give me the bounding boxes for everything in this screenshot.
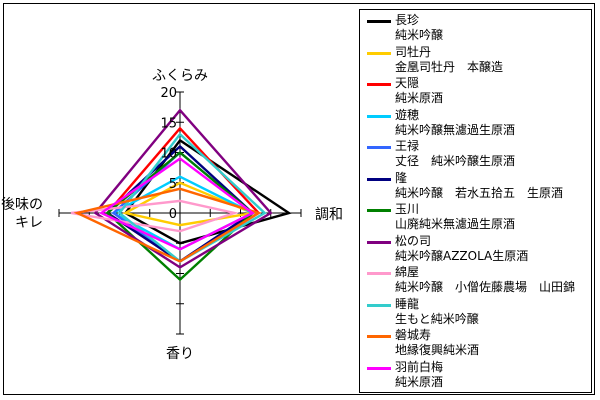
tick-label: 10 xyxy=(160,147,177,162)
legend-swatch xyxy=(367,177,391,181)
axis-label-chouwa: 調和 xyxy=(315,207,343,223)
legend-series-product: 純米吟醸無濾過生原酒 xyxy=(395,122,516,137)
legend-series-name: 羽前白梅 xyxy=(395,359,444,374)
axis-label-line: 香り xyxy=(166,346,194,362)
series-line-長珍 xyxy=(123,138,292,245)
legend-series-product: 純米吟醸 xyxy=(395,28,444,42)
legend-series-name: 司牡丹 xyxy=(395,44,432,59)
legend-series-name: 王禄 xyxy=(395,139,420,153)
legend-swatch xyxy=(367,272,391,275)
legend-item: 羽前白梅純米原酒 xyxy=(360,360,591,390)
legend-series-name: 松の司 xyxy=(395,233,432,248)
legend-series-name: 長珍 xyxy=(395,13,420,27)
legend-swatch xyxy=(367,209,391,212)
legend-series-name: 隆 xyxy=(395,170,408,185)
legend-series-name: 綿屋 xyxy=(395,265,420,279)
legend-swatch xyxy=(367,51,391,55)
legend-series-product: 純米吟醸 小僧佐藤農場 山田錦 xyxy=(395,280,576,294)
legend-swatch xyxy=(367,83,391,86)
legend-item: 綿屋純米吟醸 小僧佐藤農場 山田錦 xyxy=(360,265,591,295)
legend-series-name: 遊穂 xyxy=(395,107,420,122)
legend: 長珍純米吟醸司牡丹金凰司牡丹 本醸造天隠純米原酒遊穂純米吟醸無濾過生原酒王禄丈径… xyxy=(359,9,592,393)
tick-label: 20 xyxy=(160,86,177,101)
series-line-羽前白梅 xyxy=(98,157,255,251)
axis-label-kaori: 香り xyxy=(166,346,194,362)
legend-series-product: 山廃純米無濾過生原酒 xyxy=(395,217,516,231)
legend-swatch xyxy=(367,146,391,149)
axis-label-kire: 後味のキレ xyxy=(1,197,43,231)
legend-series-name: 玉川 xyxy=(395,202,420,216)
legend-item: 玉川山廃純米無濾過生原酒 xyxy=(360,202,591,232)
legend-item: 天隠純米原酒 xyxy=(360,76,591,106)
legend-series-product: 純米吟醸AZZOLA生原酒 xyxy=(395,248,529,263)
axis-label-line: 調和 xyxy=(315,207,343,223)
legend-item: 松の司純米吟醸AZZOLA生原酒 xyxy=(360,234,591,264)
legend-item: 長珍純米吟醸 xyxy=(360,13,591,43)
axis-label-line: 後味の xyxy=(1,197,43,213)
legend-series-name: 磐城寿 xyxy=(395,328,432,342)
legend-series-product: 地縁復興純米酒 xyxy=(395,343,480,357)
legend-item: 司牡丹金凰司牡丹 本醸造 xyxy=(360,45,591,75)
legend-series-product: 金凰司牡丹 本醸造 xyxy=(395,59,504,74)
legend-series-product: 純米吟醸 若水五拾五 生原酒 xyxy=(395,185,564,200)
legend-item: 王禄丈径 純米吟醸生原酒 xyxy=(360,139,591,169)
legend-swatch xyxy=(367,20,391,23)
legend-item: 睡龍生もと純米吟醸 xyxy=(360,297,591,327)
chart-frame xyxy=(3,3,595,395)
legend-series-product: 純米原酒 xyxy=(395,91,444,105)
legend-swatch xyxy=(367,240,391,244)
axis-label-line: キレ xyxy=(15,215,43,231)
legend-swatch xyxy=(367,114,391,118)
tick-label: 5 xyxy=(169,177,177,192)
tick-label: 15 xyxy=(160,116,177,131)
legend-item: 遊穂純米吟醸無濾過生原酒 xyxy=(360,108,591,138)
legend-series-product: 純米原酒 xyxy=(395,374,444,389)
legend-series-product: 丈径 純米吟醸生原酒 xyxy=(395,154,516,168)
legend-swatch xyxy=(367,303,391,307)
legend-swatch xyxy=(367,366,391,370)
tick-label: 0 xyxy=(169,207,177,222)
axis-label-fukurami: ふくらみ xyxy=(152,68,208,84)
legend-swatch xyxy=(367,335,391,338)
series-line-松の司 xyxy=(93,108,273,269)
legend-item: 隆純米吟醸 若水五拾五 生原酒 xyxy=(360,171,591,201)
legend-series-name: 天隠 xyxy=(395,76,420,90)
legend-series-product: 生もと純米吟醸 xyxy=(395,311,479,326)
legend-item: 磐城寿地縁復興純米酒 xyxy=(360,328,591,358)
axis-label-line: ふくらみ xyxy=(152,68,208,84)
legend-series-name: 睡龍 xyxy=(395,296,420,311)
